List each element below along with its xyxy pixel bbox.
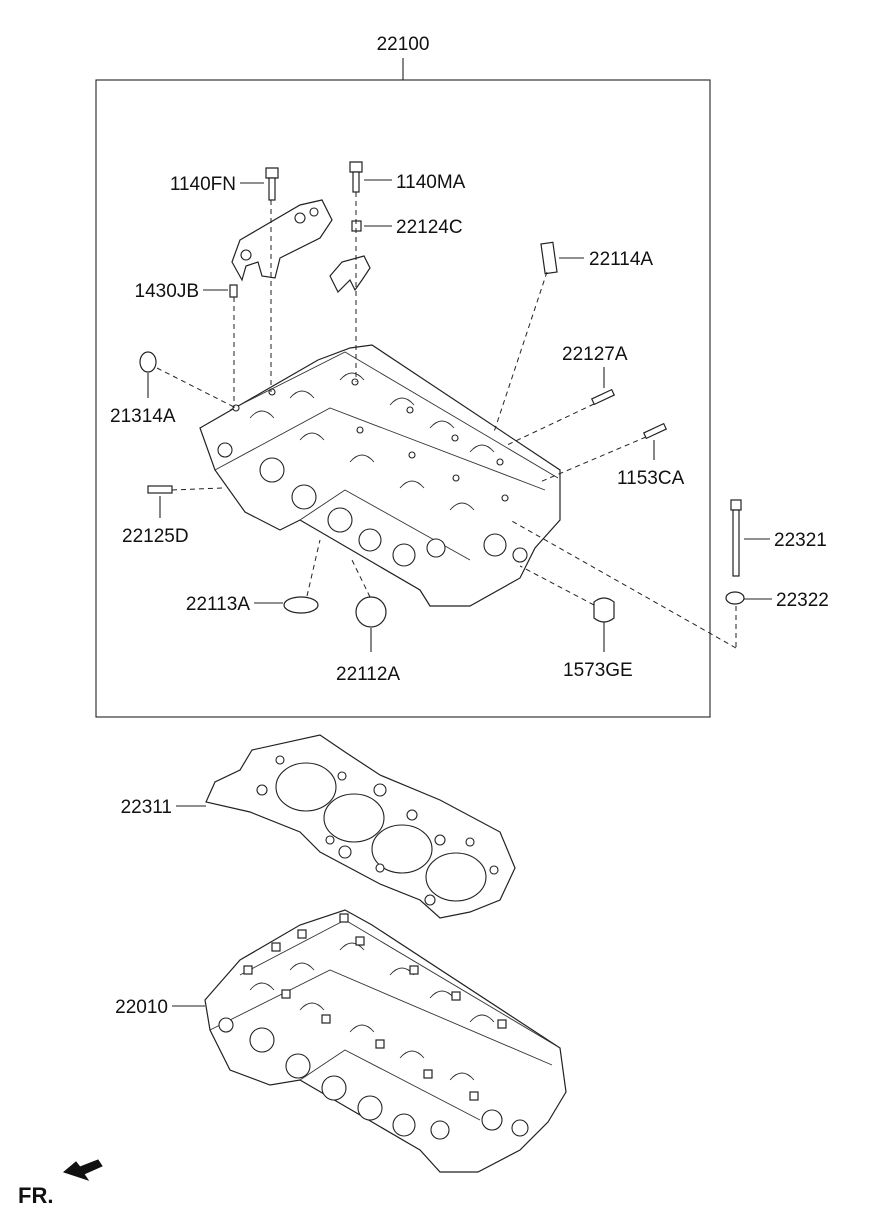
seal-22113a-icon bbox=[283, 596, 319, 614]
plug-21314a-icon bbox=[139, 351, 157, 373]
washer-22322-icon bbox=[725, 591, 745, 605]
label-22321: 22321 bbox=[774, 530, 827, 551]
label-22112a: 22112A bbox=[336, 664, 400, 685]
stud-22125d-icon bbox=[147, 485, 173, 494]
stud-1153ca-icon bbox=[642, 422, 668, 440]
cylinder-head-assy-drawing bbox=[204, 909, 567, 1173]
seal-22112a-icon bbox=[355, 596, 387, 628]
label-22010: 22010 bbox=[115, 997, 168, 1018]
label-1140ma: 1140MA bbox=[396, 172, 466, 193]
label-21314a: 21314A bbox=[110, 406, 176, 427]
bolt-1140fn-icon bbox=[265, 167, 279, 201]
guide-22114a-icon bbox=[540, 241, 558, 275]
cam-bearing-cap bbox=[231, 199, 333, 282]
label-22114a: 22114A bbox=[589, 249, 653, 270]
label-22124c: 22124C bbox=[396, 217, 463, 238]
label-1430jb: 1430JB bbox=[135, 281, 199, 302]
label-22322: 22322 bbox=[776, 590, 829, 611]
bolt-1140ma-icon bbox=[349, 161, 363, 193]
head-gasket-drawing bbox=[205, 734, 516, 919]
seal-1573ge-icon bbox=[593, 597, 615, 623]
front-arrow-icon bbox=[62, 1159, 103, 1181]
bolt-22321-icon bbox=[730, 499, 742, 577]
label-22311: 22311 bbox=[121, 797, 172, 818]
assembly-label: 22100 bbox=[377, 34, 430, 55]
label-22113a: 22113A bbox=[186, 594, 250, 615]
label-22125d: 22125D bbox=[122, 526, 189, 547]
stud-22127a-icon bbox=[590, 388, 616, 406]
label-1140fn: 1140FN bbox=[170, 174, 236, 195]
front-marker-label: FR. bbox=[18, 1183, 53, 1208]
cam-cap-small bbox=[329, 255, 371, 294]
cylinder-head-drawing bbox=[199, 344, 561, 607]
label-1573ge: 1573GE bbox=[563, 660, 633, 681]
leader-lines bbox=[147, 179, 772, 1007]
assembly-lines bbox=[156, 192, 737, 649]
label-22127a: 22127A bbox=[562, 344, 628, 365]
pin-1430jb-icon bbox=[229, 284, 238, 298]
label-1153ca: 1153CA bbox=[617, 468, 685, 489]
